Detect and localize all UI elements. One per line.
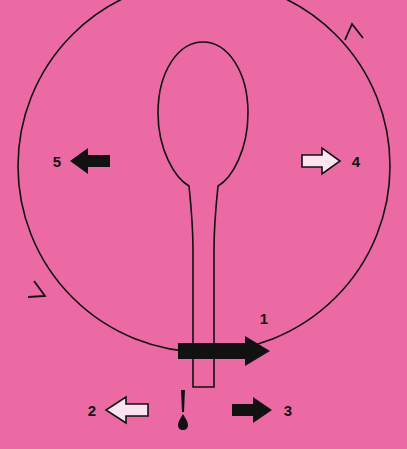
flow-chevron xyxy=(345,24,363,40)
force-arrow xyxy=(70,148,110,174)
water-stream xyxy=(181,390,185,412)
callout-number: 2 xyxy=(88,403,96,418)
force-arrow xyxy=(302,148,340,174)
callout-number: 5 xyxy=(53,154,61,169)
flow-chevron xyxy=(28,281,45,297)
water-drop xyxy=(178,414,188,430)
force-arrow xyxy=(232,397,272,423)
force-arrow xyxy=(106,397,148,423)
callout-number: 3 xyxy=(284,403,292,418)
spoon xyxy=(158,42,248,387)
callout-number: 1 xyxy=(260,311,268,326)
callout-number: 4 xyxy=(352,154,360,169)
force-arrow xyxy=(178,336,270,366)
